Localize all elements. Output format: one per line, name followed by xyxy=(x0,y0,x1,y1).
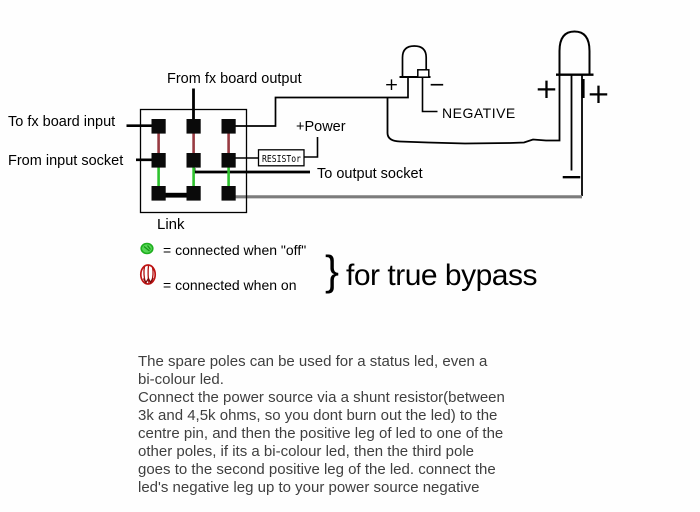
wire-plus-run xyxy=(386,75,561,145)
label-link: Link xyxy=(157,216,185,233)
link-bar xyxy=(164,192,189,198)
wire-resistor-power xyxy=(303,137,319,158)
label-from-fx-board-output: From fx board output xyxy=(167,71,302,87)
switch-3pdt xyxy=(139,108,248,214)
switch-pole xyxy=(186,119,201,134)
polarity-markers: + − + + − xyxy=(384,72,610,193)
switch-pole xyxy=(221,153,236,168)
small-led-plus-marker: + xyxy=(384,75,398,95)
brace-note: } for true bypass xyxy=(325,250,537,293)
big-led-right-plus-marker: + xyxy=(587,77,610,110)
brace-note-text: for true bypass xyxy=(346,259,537,292)
label-negative: NEGATIVE xyxy=(442,105,516,121)
switch-pole xyxy=(186,153,201,168)
body-paragraph: The spare poles can be used for a status… xyxy=(138,353,505,496)
switch-poles xyxy=(151,119,236,201)
small-led-dome xyxy=(401,45,428,77)
label-from-input-socket: From input socket xyxy=(8,153,124,169)
switch-box xyxy=(139,108,248,214)
big-led-left-plus-marker: + xyxy=(535,72,558,105)
brace-glyph: } xyxy=(325,247,340,294)
switch-pole xyxy=(221,186,236,201)
green-dot-icon xyxy=(140,242,154,255)
big-led-dome xyxy=(558,30,591,75)
legend-label-off: = connected when "off" xyxy=(163,242,307,258)
small-led xyxy=(399,45,431,79)
switch-pole xyxy=(151,153,166,168)
red-dot-icon xyxy=(139,264,157,285)
wire-negative-leader xyxy=(421,78,438,113)
wire-output-socket xyxy=(192,168,310,174)
legend-label-on: = connected when on xyxy=(163,277,297,293)
connectors-off xyxy=(157,166,230,188)
resistor: RESISTor xyxy=(257,149,305,167)
big-led xyxy=(556,30,594,76)
label-to-fx-board-input: To fx board input xyxy=(8,114,116,130)
resistor-box xyxy=(257,149,305,167)
switch-pole xyxy=(151,119,166,134)
big-led-minus-marker: − xyxy=(560,160,583,193)
connectors-on xyxy=(157,132,230,154)
legend-icons xyxy=(139,242,157,285)
small-led-cathode-notch xyxy=(417,69,430,78)
small-led-minus-marker: − xyxy=(429,72,446,96)
wire-pole-to-small-led xyxy=(235,77,409,127)
label-to-output-socket: To output socket xyxy=(317,166,423,182)
resistor-label: RESISTor xyxy=(262,154,301,165)
switch-pole xyxy=(151,186,166,201)
label-power: +Power xyxy=(296,119,346,135)
switch-pole xyxy=(186,186,201,201)
switch-pole xyxy=(221,119,236,134)
